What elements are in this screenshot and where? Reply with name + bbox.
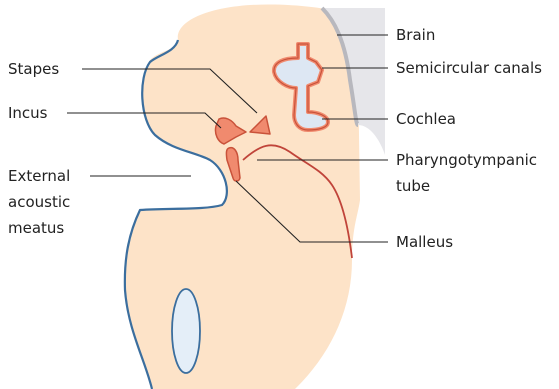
head-tissue [125,5,360,389]
label-brain: Brain [396,26,435,44]
label-external-line-2: acoustic [8,193,70,211]
label-stapes: Stapes [8,60,59,78]
eardrum [172,289,200,373]
label-external-line-3: meatus [8,219,64,237]
label-incus: Incus [8,104,48,122]
label-cochlea: Cochlea [396,110,456,128]
label-semicircular-canals: Semicircular canals [396,59,542,77]
label-malleus: Malleus [396,233,453,251]
label-external-line-1: External [8,167,70,185]
label-pharyngotympanic-line-2: tube [396,177,430,195]
label-pharyngotympanic-line-1: Pharyngotympanic [396,151,537,169]
